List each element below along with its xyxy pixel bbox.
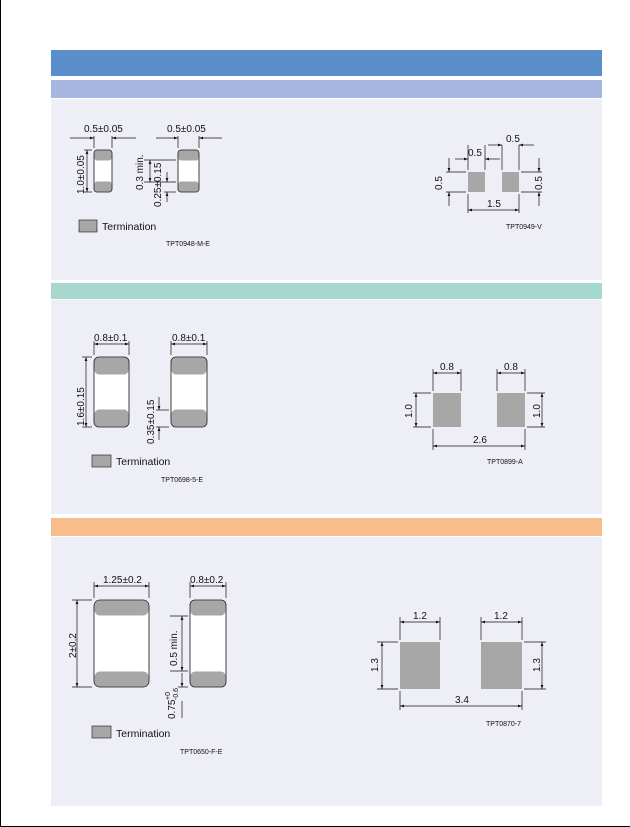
termination-top <box>94 357 129 375</box>
termination-label: Termination <box>102 221 156 233</box>
termination-swatch <box>91 454 112 468</box>
s3-chip-length: 2±0.2 <box>68 633 79 658</box>
land-pad-left <box>400 642 440 689</box>
s1-land-pad-h-right: 0.5 <box>534 176 545 190</box>
s3-chip-term-minus: -0.6 <box>173 688 180 700</box>
s3-land-pad-w-right: 1.2 <box>494 611 508 622</box>
header-bar <box>51 50 602 76</box>
s1-chip-term: 0.25±0.15 <box>153 162 164 207</box>
s3-chip-min: 0.5 min. <box>169 630 180 666</box>
s3-chip-term-base: 0.75 <box>167 699 178 719</box>
s2-chip-caption: TPT0698-5-E <box>161 477 203 484</box>
s2-chip-width: 0.8±0.1 <box>94 333 128 344</box>
s3-land-pad-w-left: 1.2 <box>413 611 427 622</box>
s2-land-total: 2.6 <box>473 435 487 446</box>
s1-chip-width: 0.5±0.05 <box>84 124 123 135</box>
s1-chip-length: 1.0±0.05 <box>76 155 87 194</box>
s3-chip-width: 1.25±0.2 <box>103 575 142 586</box>
section1-chip-drawing: 0.5±0.05 1.0±0.05 0.5±0.05 0.3 min. 0.25… <box>70 124 222 248</box>
land-pad-right <box>502 172 519 192</box>
section3-bar <box>51 518 602 536</box>
s2-land-pad-h-left: 1.0 <box>404 404 415 418</box>
s3-chip-width2: 0.8±0.2 <box>190 575 224 586</box>
s3-land-pad-h-left: 1.3 <box>370 658 381 672</box>
termination-swatch <box>91 725 112 739</box>
termination-bottom <box>178 181 199 192</box>
land-pad-left <box>433 393 461 427</box>
page-frame-left <box>0 0 1 827</box>
section3-chip-drawing: 1.25±0.2 2±0.2 0.8±0.2 0.5 min. 0.75 +0 … <box>68 575 227 756</box>
s1-chip-width2: 0.5±0.05 <box>167 124 206 135</box>
chip-body <box>189 599 227 688</box>
s3-chip-term-plus: +0 <box>165 692 172 700</box>
termination-label: Termination <box>116 728 170 740</box>
termination-bottom <box>94 671 149 687</box>
land-pad-left <box>468 172 485 192</box>
s1-land-total: 1.5 <box>487 199 501 210</box>
termination-bottom <box>171 409 207 427</box>
termination-top <box>94 150 112 161</box>
section3-land-drawing: 1.2 1.2 1.3 1.3 3.4 TPT0870-7 <box>370 611 546 728</box>
s1-chip-min: 0.3 min. <box>135 154 146 190</box>
termination-top <box>190 600 226 616</box>
termination-top <box>171 357 207 375</box>
termination-bottom <box>94 181 112 192</box>
section2-chip-drawing: 0.8±0.1 1.6±0.15 0.8±0.1 0.35±0.15 Termi… <box>76 333 208 484</box>
s3-chip-caption: TPT0650-F-E <box>180 749 223 756</box>
s1-land-caption: TPT0949-V <box>506 224 542 231</box>
s2-chip-width2: 0.8±0.1 <box>172 333 206 344</box>
s1-land-gap: 0.5 <box>468 148 482 159</box>
land-pad-right <box>497 393 525 427</box>
s3-land-pad-h-right: 1.3 <box>532 658 543 672</box>
s3-land-total: 3.4 <box>455 695 469 706</box>
section1-bar <box>51 80 602 98</box>
termination-top <box>94 600 149 616</box>
land-pad-right <box>481 642 522 689</box>
termination-top <box>178 150 199 161</box>
termination-bottom <box>94 409 129 427</box>
s1-land-pad-h-left: 0.5 <box>434 176 445 190</box>
s2-chip-term: 0.35±0.15 <box>146 399 157 444</box>
s1-chip-caption: TPT0948-M-E <box>166 241 210 248</box>
section1-land-drawing: 0.5 0.5 0.5 0.5 1.5 TPT0949-V <box>434 134 545 231</box>
s3-land-caption: TPT0870-7 <box>486 721 521 728</box>
s2-chip-length: 1.6±0.15 <box>76 387 87 426</box>
s2-land-pad-w-left: 0.8 <box>440 362 454 373</box>
s2-land-caption: TPT0899-A <box>487 459 523 466</box>
s2-land-pad-w-right: 0.8 <box>504 362 518 373</box>
termination-bottom <box>190 671 226 687</box>
s1-land-pad-w: 0.5 <box>506 134 520 145</box>
termination-label: Termination <box>116 456 170 468</box>
section2-land-drawing: 0.8 0.8 1.0 1.0 2.6 TPT0899-A <box>404 362 545 466</box>
termination-swatch <box>78 219 98 233</box>
chip-body <box>93 599 150 688</box>
section2-bar <box>51 283 602 299</box>
s2-land-pad-h-right: 1.0 <box>532 404 543 418</box>
